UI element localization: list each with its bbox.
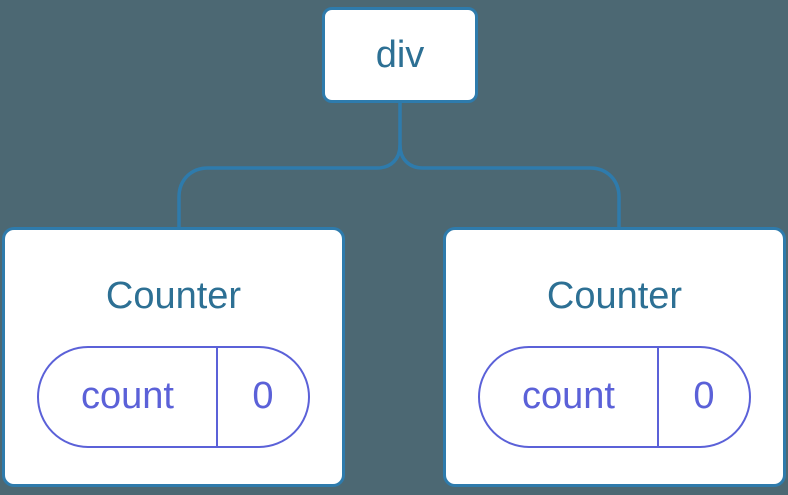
root-node-div: div [322,7,478,103]
state-key: count [480,347,659,446]
state-value: 0 [252,375,274,418]
root-node-label: div [375,33,425,76]
state-pill: count 0 [478,345,751,448]
connector-right-branch-line [398,144,621,227]
state-value: 0 [693,375,715,418]
counter-title: Counter [105,275,242,317]
state-key: count [39,347,218,446]
counter-title: Counter [546,275,683,317]
counter-card-right: Counter count 0 [443,227,786,487]
state-pill: count 0 [37,345,310,448]
connector-left-branch-line [177,144,402,227]
counter-card-left: Counter count 0 [2,227,345,487]
